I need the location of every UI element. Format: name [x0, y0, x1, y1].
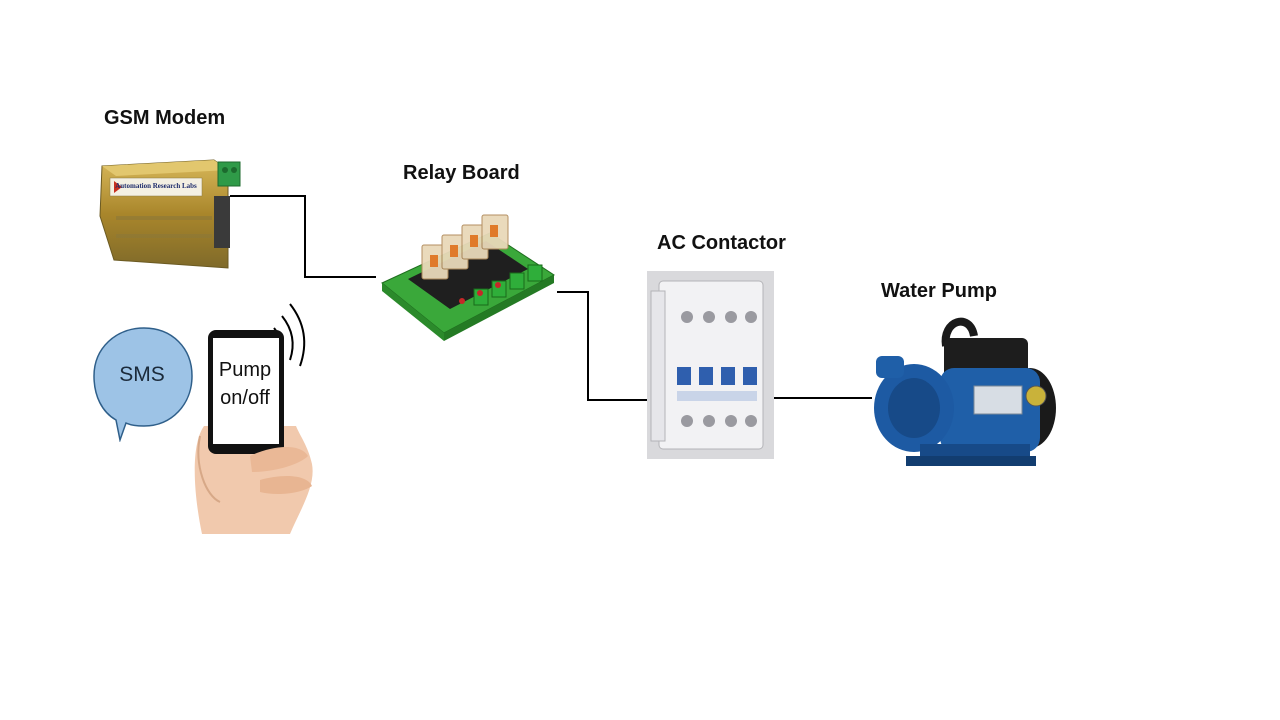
sms-speech-bubble: [93, 327, 193, 442]
wire-relay-to-contactor: [557, 291, 647, 401]
label-relay-board: Relay Board: [403, 162, 520, 184]
phone-in-hand-image: [194, 303, 313, 534]
label-gsm-modem: GSM Modem: [104, 107, 226, 129]
label-ac-contactor: AC Contactor: [657, 232, 786, 254]
sms-label: SMS: [119, 363, 165, 386]
ac-contactor-image: [647, 271, 774, 459]
water-pump-image: [874, 317, 1056, 466]
label-water-pump: Water Pump: [881, 280, 997, 302]
modem-brand-text: Automation Research Labs: [115, 182, 197, 190]
phone-screen-text: Pump on/off: [218, 359, 272, 409]
gsm-modem-image: Automation Research Labs: [99, 159, 241, 269]
relay-board-image: [381, 214, 555, 341]
wire-modem-to-relay: [230, 195, 376, 278]
